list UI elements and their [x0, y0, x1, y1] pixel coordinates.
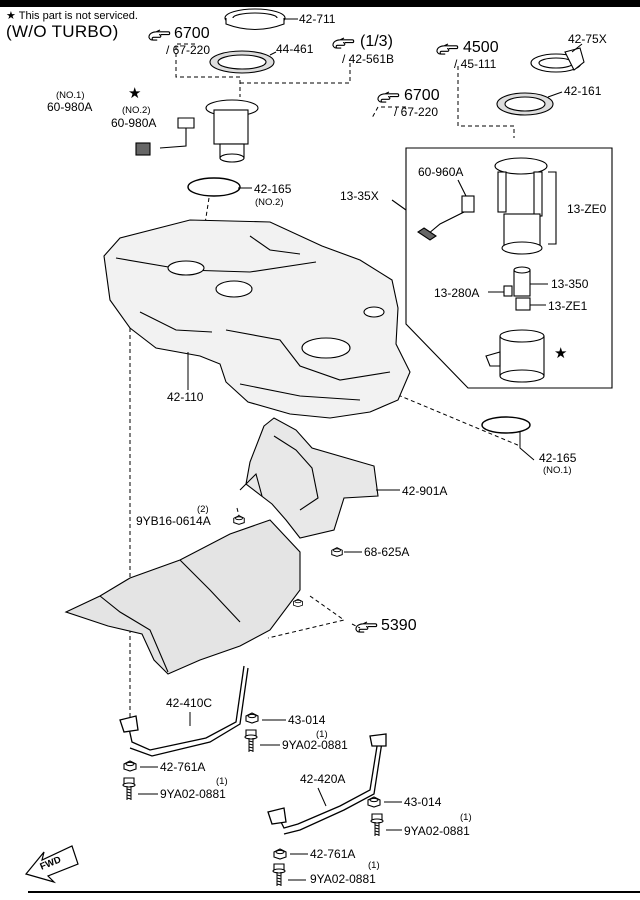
label-13-350: 13-350 [551, 277, 589, 291]
reference-hand-icon [332, 37, 355, 49]
label-no1-a: (NO.1) [56, 90, 85, 101]
ref-6700-b: 6700 [404, 87, 440, 104]
reference-hand-icon [436, 43, 459, 55]
label-qty-1-a: (1) [316, 729, 328, 740]
label-no2-b: (NO.2) [255, 197, 284, 208]
label-42-420A: 42-420A [300, 772, 346, 786]
label-9YA02-0881-d: 9YA02-0881 [310, 872, 376, 886]
label-9YB16-0614A: 9YB16-0614A [136, 514, 211, 528]
label-no2-a: (NO.2) [122, 105, 151, 116]
nut-42-761A [123, 760, 137, 772]
label-44-461: 44-461 [276, 42, 314, 56]
label-43-014-a: 43-014 [288, 713, 326, 727]
label-60-980A-1: 60-980A [47, 100, 93, 114]
part-42-110-fuel-tank [103, 219, 411, 419]
ref-4500: 4500 [463, 39, 499, 56]
label-42-761A-b: 42-761A [310, 847, 356, 861]
label-42-410C: 42-410C [166, 696, 213, 710]
legend-text: This part is not serviced. [18, 10, 138, 22]
label-13-35X: 13-35X [340, 189, 379, 203]
star-icon: ★ [128, 85, 142, 102]
part-42-161 [496, 92, 554, 116]
label-13-280A: 13-280A [434, 286, 480, 300]
part-42-711 [224, 8, 286, 31]
nut-9YB16-0614A [233, 515, 245, 525]
ref-6700-a: 6700 [174, 25, 210, 42]
label-13-ZE1: 13-ZE1 [548, 299, 588, 313]
label-68-625A: 68-625A [364, 545, 410, 559]
label-qty-1-d: (1) [368, 860, 380, 871]
label-60-980A-2: 60-980A [111, 116, 157, 130]
label-9YA02-0881-c: 9YA02-0881 [404, 824, 470, 838]
bolt-9YA02-0881 [370, 813, 384, 837]
part-13-ZE0 [494, 157, 557, 255]
label-qty-1-c: (1) [460, 812, 472, 823]
ref-4500-sub: / 45-111 [454, 57, 497, 71]
ref-6700-a-sub: / 67-220 [166, 43, 211, 57]
ref-6700-b-sub: / 67-220 [394, 105, 439, 119]
nut-68-625A [331, 547, 343, 557]
label-9YA02-0881-b: 9YA02-0881 [160, 787, 226, 801]
part-13-280A [503, 285, 513, 297]
legend-note: ★ This part is not serviced. [6, 9, 138, 22]
label-qty-2: (2) [197, 504, 209, 515]
label-42-110: 42-110 [167, 390, 204, 404]
label-9YA02-0881-a: 9YA02-0881 [282, 738, 348, 752]
label-13-ZE0: 13-ZE0 [567, 202, 607, 216]
nut-43-014 [367, 796, 381, 808]
inset-13-35X [391, 147, 613, 389]
part-42-165-bottom [481, 416, 531, 434]
label-42-165-top: 42-165 [254, 182, 292, 196]
part-60-960A [417, 179, 475, 241]
label-42-161: 42-161 [564, 84, 602, 98]
star-icon: ★ [554, 345, 568, 362]
bottom-border [28, 891, 640, 893]
strap-42-410C [119, 665, 249, 757]
part-60-980A [135, 99, 259, 163]
part-42-165-top [187, 177, 241, 197]
part-star-housing [485, 329, 545, 383]
bolt-9YA02-0881 [244, 729, 258, 753]
ref-1-3: (1/3) [360, 33, 393, 50]
bolt-9YA02-0881 [272, 863, 286, 887]
label-42-711: 42-711 [299, 12, 336, 26]
bolt-9YA02-0881 [122, 777, 136, 801]
nut-42-761A [273, 848, 287, 860]
nut-43-014 [245, 712, 259, 724]
label-42-901A: 42-901A [402, 484, 448, 498]
page-title: (W/O TURBO) [6, 22, 119, 41]
star-icon: ★ [6, 10, 16, 22]
reference-hand-icon [148, 29, 171, 41]
label-no1-b: (NO.1) [543, 465, 572, 476]
label-42-761A-a: 42-761A [160, 760, 206, 774]
part-13-350 [513, 266, 531, 297]
part-42-75X [530, 47, 585, 73]
reference-hand-icon [377, 91, 400, 103]
part-13-ZE1 [515, 297, 531, 311]
part-44-461 [209, 50, 275, 74]
fwd-arrow-icon [24, 845, 79, 884]
label-42-75X: 42-75X [568, 32, 607, 46]
ref-5390: 5390 [381, 617, 417, 634]
part-42-901A [239, 417, 379, 539]
label-qty-1-b: (1) [216, 776, 228, 787]
part-42-410C [64, 519, 301, 675]
label-43-014-b: 43-014 [404, 795, 442, 809]
label-42-165-bottom: 42-165 [539, 451, 577, 465]
strap-42-420A [267, 733, 387, 835]
nut-5390 [293, 598, 303, 608]
top-border [0, 0, 640, 7]
ref-1-3-sub: / 42-561B [342, 52, 395, 66]
label-60-960A: 60-960A [418, 165, 464, 179]
